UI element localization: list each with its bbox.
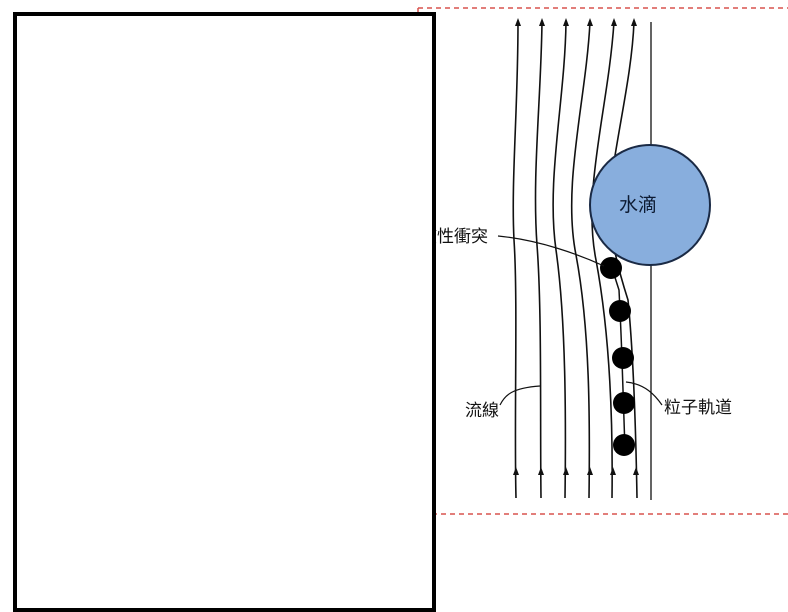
droplet-label: 水滴 xyxy=(619,194,658,216)
inertial-impact-label: 慣性衝突 xyxy=(420,227,488,247)
particle xyxy=(612,347,634,369)
particle xyxy=(600,257,622,279)
blank-overlay-panel xyxy=(13,12,436,612)
streamline-5 xyxy=(591,21,615,499)
streamline-arrow-low-3 xyxy=(563,467,569,475)
streamline-label: 流線 xyxy=(465,401,499,421)
streamline-arrow-1 xyxy=(515,18,521,26)
streamline-3 xyxy=(552,21,567,499)
streamline-arrow-low-1 xyxy=(513,467,519,475)
particle xyxy=(613,434,635,456)
streamline-arrow-low-6 xyxy=(633,467,639,475)
impact-leader-line xyxy=(497,235,605,267)
streamline-1 xyxy=(512,21,519,499)
particle-trajectory-label: 粒子軌道 xyxy=(664,398,732,418)
streamline-arrow-3 xyxy=(563,18,569,26)
streamline-arrow-4 xyxy=(587,18,593,26)
streamline-leader-line xyxy=(499,385,541,406)
streamline-arrow-6 xyxy=(631,18,637,26)
streamline-arrow-2 xyxy=(539,18,545,26)
particle xyxy=(613,392,635,414)
streamline-2 xyxy=(534,21,543,499)
trajectory-leader-line xyxy=(625,381,663,406)
streamline-arrow-low-5 xyxy=(610,467,616,475)
streamline-arrow-low-2 xyxy=(538,467,544,475)
streamline-arrow-low-4 xyxy=(587,467,593,475)
streamline-4 xyxy=(570,21,591,499)
water-droplet xyxy=(589,144,711,266)
streamline-arrow-5 xyxy=(611,18,617,26)
particle xyxy=(609,300,631,322)
